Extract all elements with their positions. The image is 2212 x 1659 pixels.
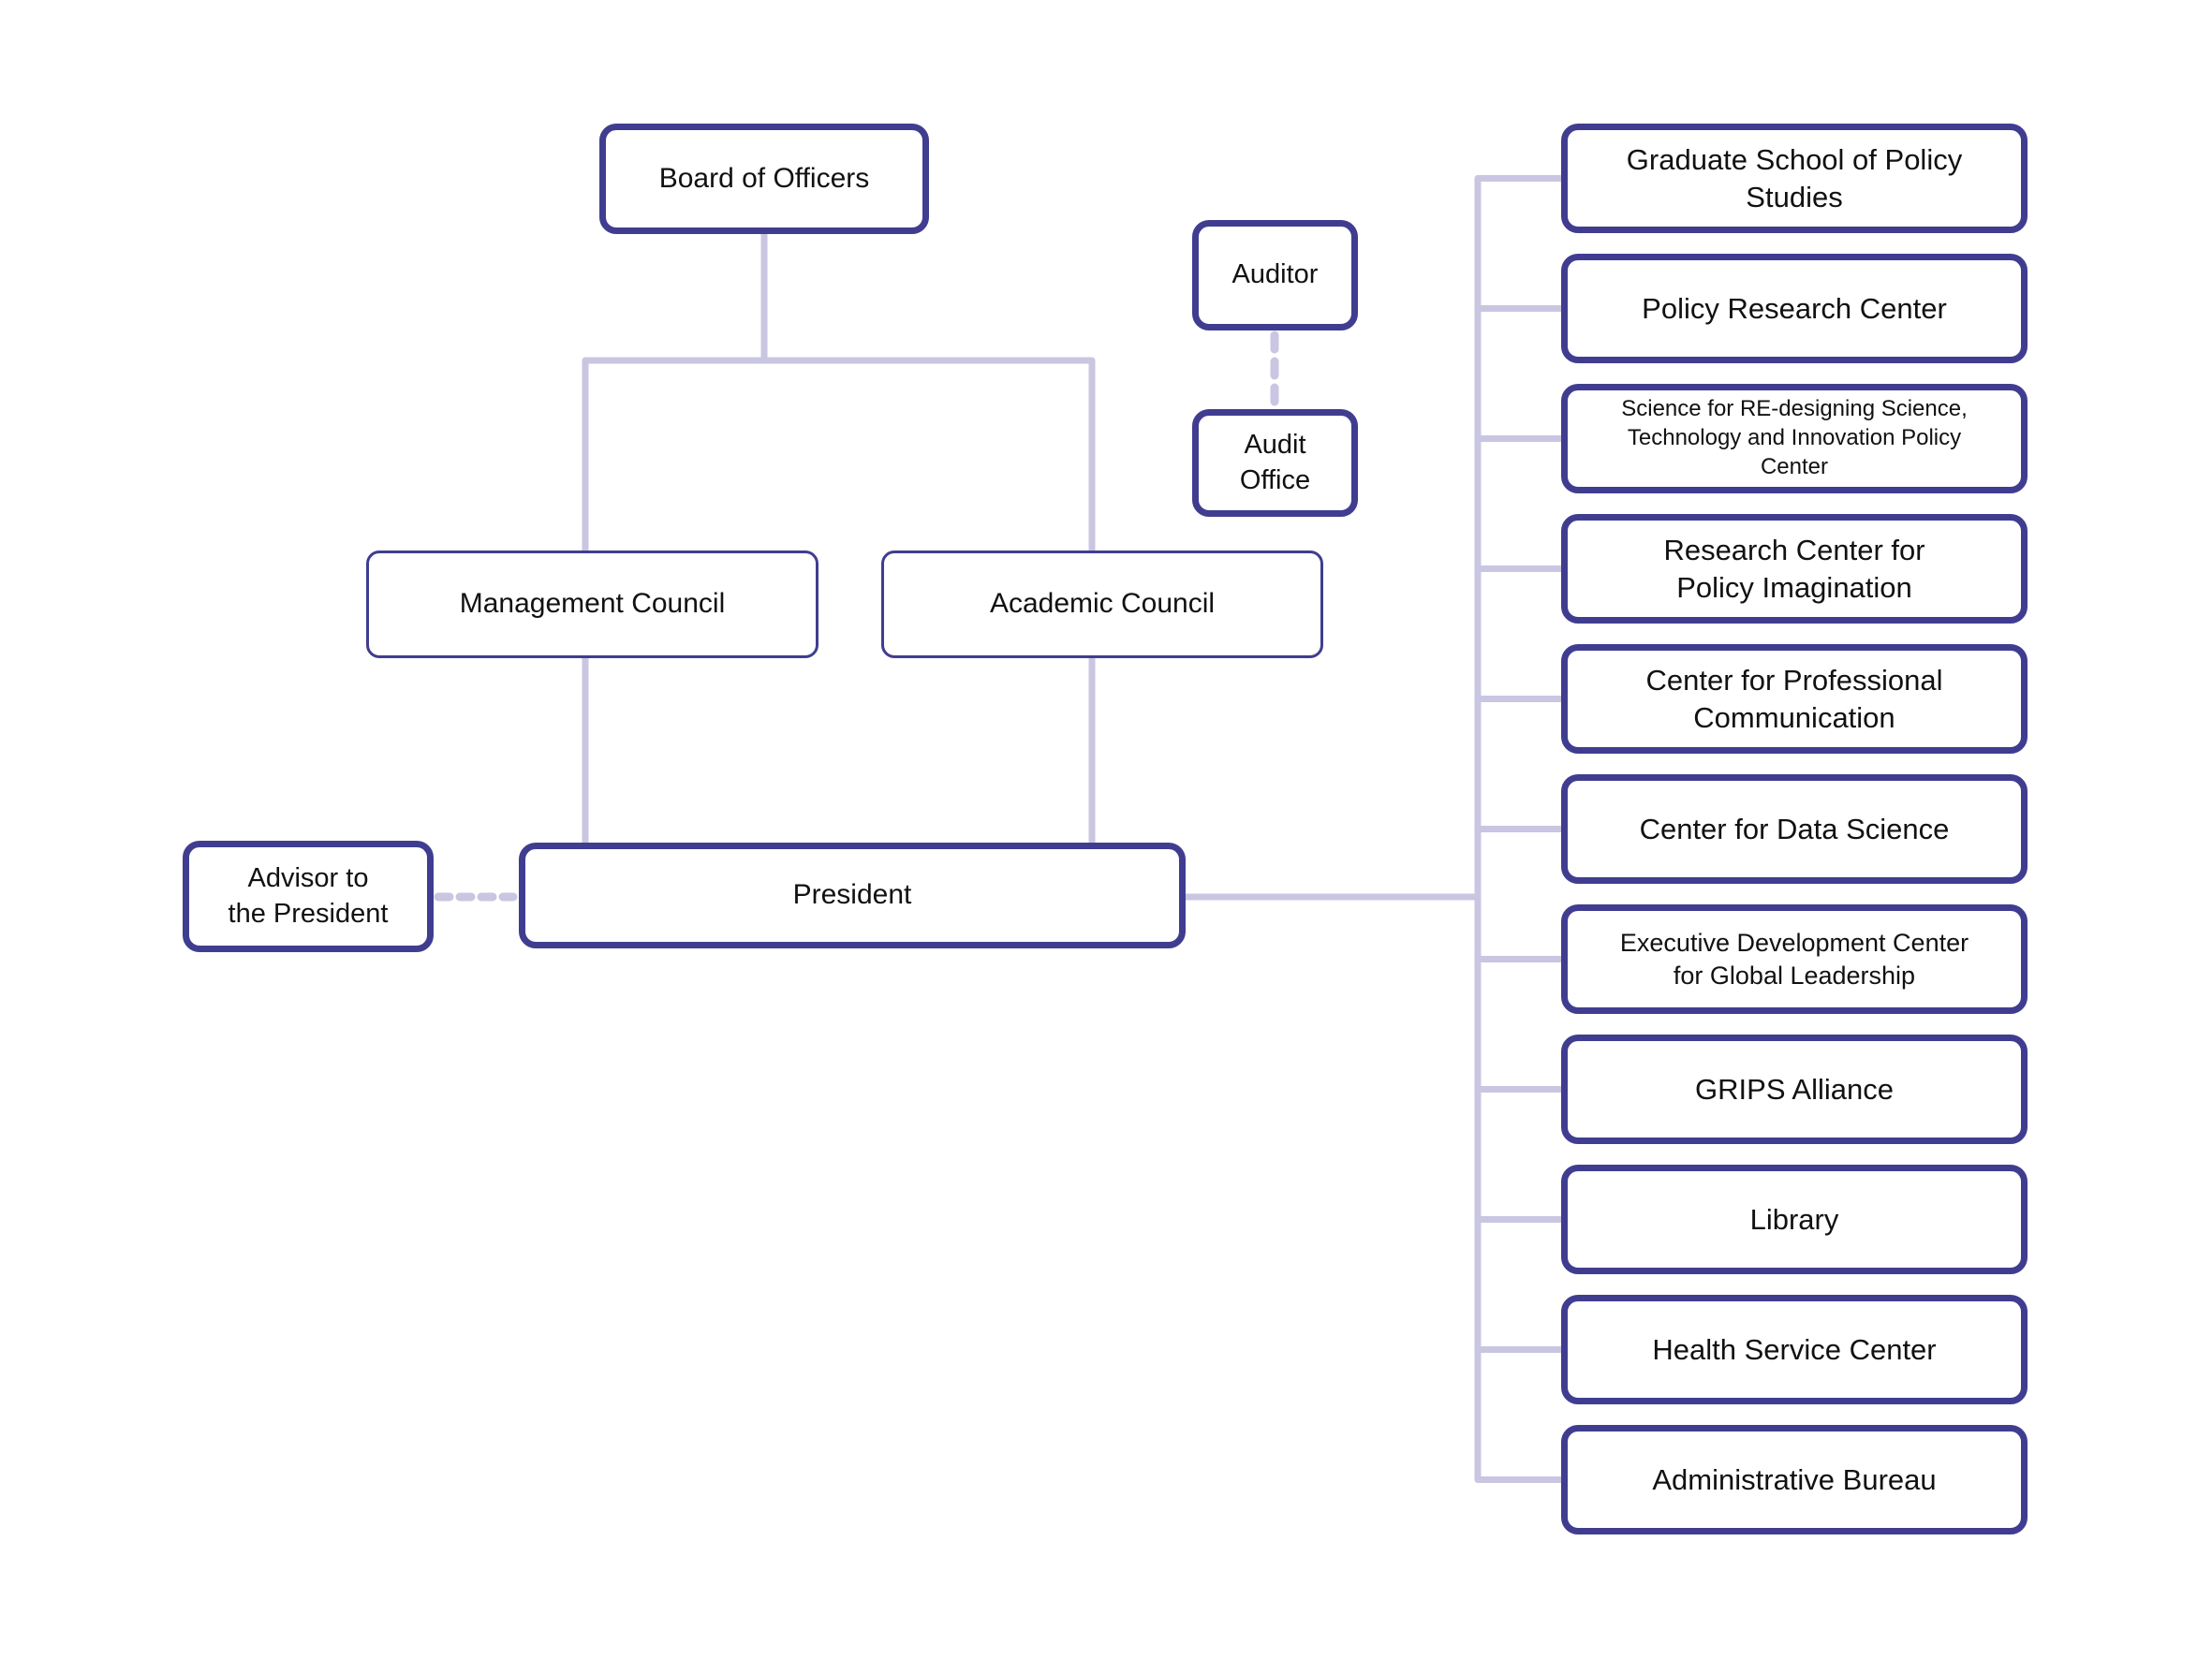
unit-grips-alliance: GRIPS Alliance xyxy=(1561,1035,2028,1144)
unit-graduate-school-of-policy-studies: Graduate School of Policy Studies xyxy=(1561,124,2028,233)
unit-health-service-center: Health Service Center xyxy=(1561,1295,2028,1404)
unit-policy-research-center: Policy Research Center xyxy=(1561,254,2028,363)
node-board-of-officers: Board of Officers xyxy=(599,124,929,234)
unit-research-center-for-policy-imagination: Research Center for Policy Imagination xyxy=(1561,514,2028,624)
unit-center-for-professional-communication: Center for Professional Communication xyxy=(1561,644,2028,754)
unit-administrative-bureau: Administrative Bureau xyxy=(1561,1425,2028,1534)
edge-board-to-councils xyxy=(582,357,1096,552)
node-advisor-to-president: Advisor to the President xyxy=(183,841,434,952)
node-president: President xyxy=(519,843,1186,948)
unit-library: Library xyxy=(1561,1165,2028,1274)
unit-executive-development-center: Executive Development Center for Global … xyxy=(1561,904,2028,1014)
node-management-council: Management Council xyxy=(366,551,818,658)
node-auditor: Auditor xyxy=(1192,220,1358,330)
node-academic-council: Academic Council xyxy=(881,551,1323,658)
unit-sti-policy-center: Science for RE-designing Science, Techno… xyxy=(1561,384,2028,493)
node-audit-office: Audit Office xyxy=(1192,409,1358,517)
unit-center-for-data-science: Center for Data Science xyxy=(1561,774,2028,884)
